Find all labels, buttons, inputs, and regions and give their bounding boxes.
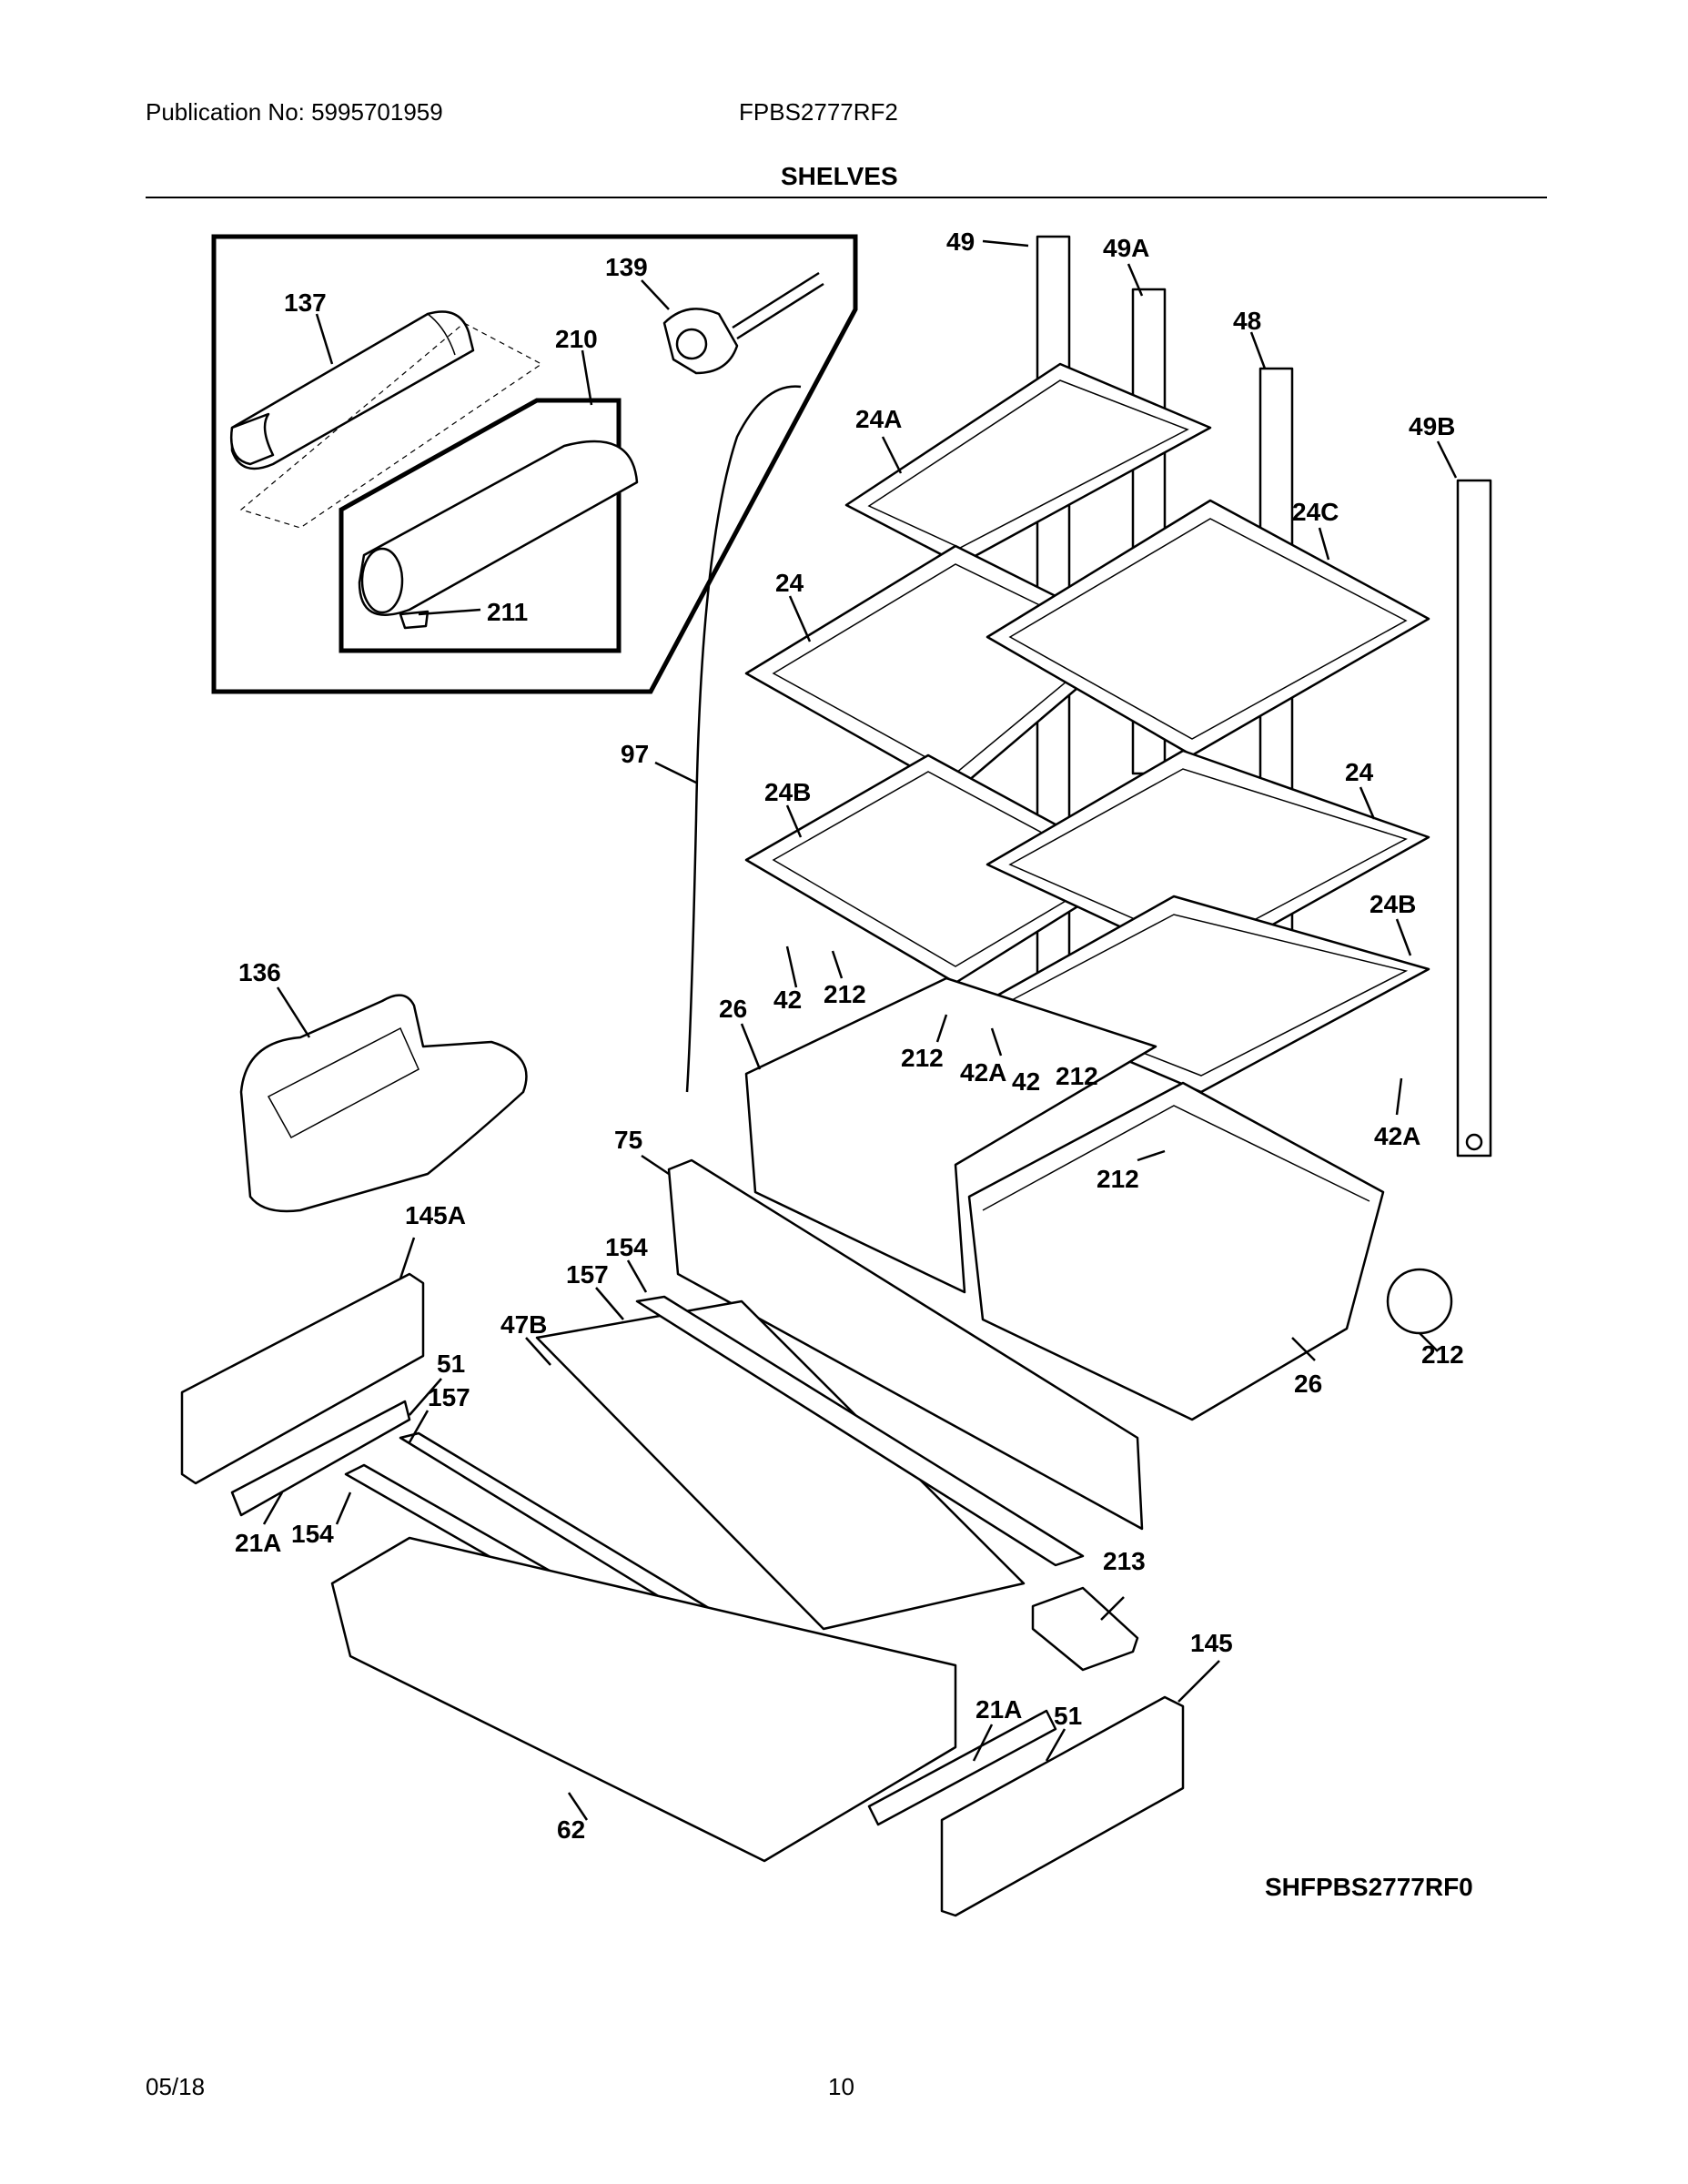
water-tube: [685, 385, 802, 1093]
callout-154-top: 154: [605, 1233, 648, 1261]
callout-49: 49: [946, 228, 975, 256]
callout-49A: 49A: [1103, 234, 1149, 262]
callout-75: 75: [614, 1126, 642, 1154]
callout-42-left: 42: [773, 986, 802, 1014]
header-divider: [146, 197, 1547, 198]
callout-212-b: 212: [901, 1044, 944, 1072]
callout-24-left: 24: [775, 569, 804, 597]
callout-157-top: 157: [566, 1260, 609, 1289]
callout-42A-right: 42A: [1374, 1122, 1420, 1150]
publication-number: Publication No: 5995701959: [146, 98, 443, 126]
callout-24B-right: 24B: [1370, 890, 1416, 918]
callout-24B-left: 24B: [764, 778, 811, 806]
clip-detail: [1386, 1268, 1453, 1335]
callout-139: 139: [605, 253, 648, 281]
callout-210: 210: [555, 325, 598, 353]
page-number: 10: [828, 2073, 854, 2100]
callout-145: 145: [1190, 1629, 1233, 1657]
callout-51-right: 51: [1054, 1702, 1082, 1730]
leader-lines: [262, 239, 1458, 1821]
callout-24-right: 24: [1345, 758, 1374, 786]
callout-211: 211: [487, 598, 528, 626]
section-title: SHELVES: [781, 162, 898, 190]
callout-labels: 137 139 210 211 49 49A 48 49B 24A 24C 24…: [235, 228, 1464, 1844]
callout-136: 136: [238, 958, 281, 986]
callout-26-right: 26: [1294, 1370, 1322, 1398]
door-handle: [239, 994, 528, 1213]
callout-42A-mid: 42A: [960, 1058, 1006, 1087]
callout-21A-right: 21A: [975, 1695, 1022, 1724]
callout-26-left: 26: [719, 995, 747, 1023]
callout-47B: 47B: [500, 1310, 547, 1339]
callout-97: 97: [621, 740, 649, 768]
model-number: FPBS2777RF2: [739, 98, 898, 126]
callout-42-mid: 42: [1012, 1067, 1040, 1096]
callout-24C: 24C: [1292, 498, 1339, 526]
callout-212-d: 212: [1097, 1165, 1139, 1193]
callout-137: 137: [284, 288, 327, 317]
callout-49B: 49B: [1409, 412, 1455, 440]
callout-24A: 24A: [855, 405, 902, 433]
callout-157-mid: 157: [428, 1383, 470, 1411]
footer-date: 05/18: [146, 2073, 206, 2100]
callout-154-bottom: 154: [291, 1520, 334, 1548]
water-filter-inset: [211, 234, 858, 694]
callout-62: 62: [557, 1815, 585, 1844]
callout-51-left: 51: [437, 1350, 465, 1378]
callout-212-a: 212: [824, 980, 866, 1008]
callout-213: 213: [1103, 1547, 1146, 1575]
bottom-drawer: [330, 1536, 957, 1863]
drawer-covers: [180, 1272, 1185, 1917]
callout-48: 48: [1233, 307, 1261, 335]
callout-212-c: 212: [1056, 1062, 1098, 1090]
callout-212-e: 212: [1421, 1340, 1464, 1369]
callout-145A: 145A: [405, 1201, 466, 1229]
crisper-drawers: [744, 976, 1385, 1421]
callout-21A-left: 21A: [235, 1529, 281, 1557]
diagram-reference-code: SHFPBS2777RF0: [1265, 1873, 1473, 1901]
